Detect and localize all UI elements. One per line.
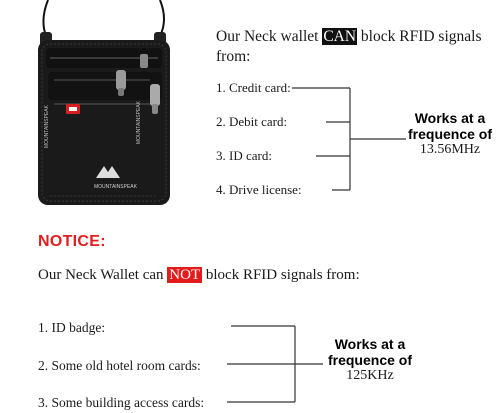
mountain-logo-icon [96,166,120,178]
svg-text:MOUNTAINSPEAK: MOUNTAINSPEAK [136,100,142,144]
svg-text:MOUNTAINSPEAK: MOUNTAINSPEAK [94,184,138,190]
can-note-line3: 13.56MHz [419,142,481,157]
can-highlight: CAN [322,28,358,45]
can-bracket [292,87,406,191]
can-item-drive: 4. Drive license: [216,182,302,197]
cannot-note-line1: Works at a [334,336,406,352]
cannot-heading-after: block RFID signals from: [202,267,360,283]
can-frequency-note: Works at a frequence of 13.56MHz [408,110,492,158]
can-item-credit: 1. Credit card: [216,80,291,95]
svg-text:MOUNTAINSPEAK: MOUNTAINSPEAK [44,104,50,148]
cannot-frequency-note: Works at a frequence of 125KHz [322,336,418,384]
strap-left [42,0,49,37]
neck-wallet-image: MOUNTAINSPEAK MOUNTAINSPEAK MOUNTAINSPEA… [38,0,170,205]
can-item-id: 3. ID card: [216,148,272,163]
can-heading-after: block RFID signals from: [216,28,482,65]
cannot-block-heading: Our Neck Wallet can NOT block RFID signa… [38,265,368,285]
can-item-debit: 2. Debit card: [216,114,288,129]
cannot-heading-before: Our Neck Wallet can [38,267,168,283]
can-block-heading: Our Neck wallet CAN block RFID signals f… [216,27,486,67]
not-highlight: NOT [167,267,203,283]
cannot-bracket [227,325,323,403]
front-pocket [48,72,162,100]
cannot-item-building: 3. Some building access cards: [38,395,205,410]
cannot-note-line3: 125KHz [346,368,394,383]
can-note-line1: Works at a [414,110,486,126]
can-heading-before: Our Neck wallet [216,28,323,45]
cannot-item-hotel: 2. Some old hotel room cards: [38,358,201,373]
cannot-item-badge: 1. ID badge: [38,320,106,335]
can-note-line2: frequence of [408,126,493,142]
strap-right [159,0,165,37]
cannot-note-line2: frequence of [327,352,412,368]
notice-label: NOTICE: [38,233,106,250]
